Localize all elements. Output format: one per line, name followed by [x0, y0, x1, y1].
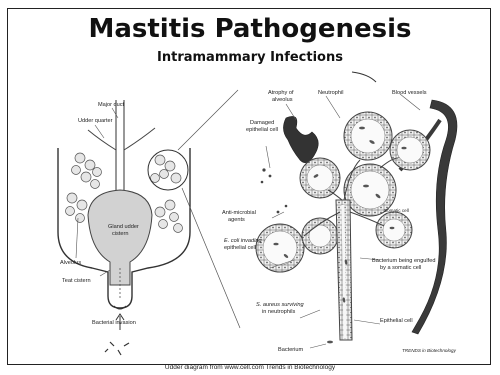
- label-ecoli-line1: E. coli invading: [224, 238, 263, 244]
- label-gland-cistern-line1: Gland udder: [108, 224, 139, 230]
- label-antimicrobial-line1: Anti-microbial: [222, 210, 256, 216]
- label-ecoli-line2: epithelial cell: [224, 245, 256, 251]
- label-major-duct: Major duct: [98, 102, 125, 108]
- label-engulfed-line1: Bacterium being engulfed: [372, 258, 435, 264]
- alveolus-enlargement: Atrophy of alveolus Neutrophil Blood ves…: [222, 72, 457, 353]
- label-atrophy-line1: Atrophy of: [268, 90, 294, 96]
- image-credit: Udder diagram from www.cell.com Trends i…: [0, 364, 500, 371]
- label-bacterial-invasion: Bacterial invasion: [92, 320, 136, 326]
- journal-tag: TRENDS in Biotechnology: [402, 348, 457, 353]
- label-saureus-line1: S. aureus surviving: [256, 302, 304, 308]
- label-antimicrobial-line2: agents: [228, 217, 245, 223]
- label-saureus-line2: in neutrophils: [262, 309, 295, 315]
- label-neutrophil: Neutrophil: [318, 90, 344, 96]
- label-blood-vessels: Blood vessels: [392, 90, 427, 96]
- label-bacterium: Bacterium: [278, 347, 304, 353]
- atrophied-alveolus: [283, 116, 318, 162]
- label-engulfed-line2: by a somatic cell: [380, 265, 421, 271]
- label-damaged-line1: Damaged: [250, 120, 274, 126]
- label-gland-cistern-line2: cistern: [112, 231, 128, 237]
- gland-cistern: [88, 190, 152, 285]
- label-epithelial-cell: Epithelial cell: [380, 318, 413, 324]
- label-damaged-line2: epithelial cell: [246, 127, 278, 133]
- label-teat-cistern: Teat cistern: [62, 278, 91, 284]
- label-somatic-tag: Somatic cell: [384, 208, 409, 213]
- label-udder-quarter: Udder quarter: [78, 118, 113, 124]
- label-atrophy-line2: alveolus: [272, 97, 293, 103]
- udder-quarter-drawing: Major duct Udder quarter Gland udder cis…: [58, 90, 240, 355]
- label-alveolus: Alveolus: [60, 260, 81, 266]
